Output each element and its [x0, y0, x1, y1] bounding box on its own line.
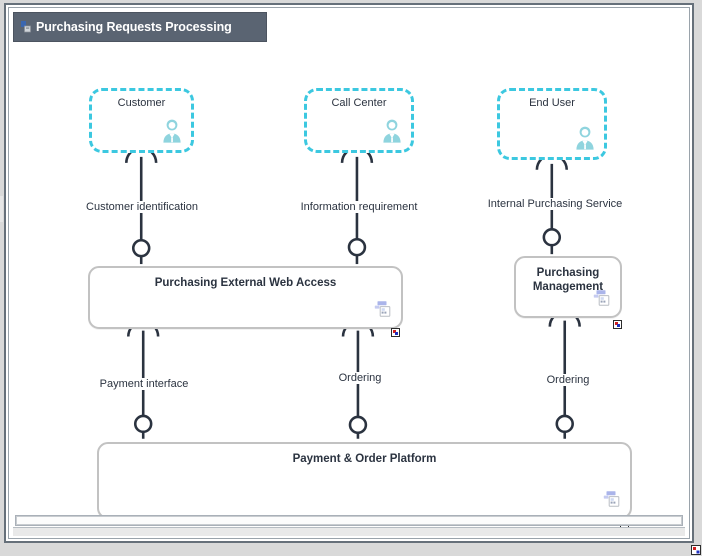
actor-node-label: Call Center — [331, 97, 387, 109]
connector-label-payment-interface: Payment interface — [96, 378, 192, 390]
component-node-label: Purchasing Management — [532, 267, 604, 293]
diagram-canvas[interactable]: Customer identification Information requ… — [9, 8, 689, 538]
connector-label-customer-identification: Customer identification — [83, 201, 201, 213]
resize-grip-icon[interactable] — [691, 545, 701, 555]
component-node-label: Purchasing External Web Access — [154, 277, 337, 289]
window-frame-inner: Customer identification Information requ… — [8, 7, 690, 539]
status-bar — [13, 527, 685, 536]
connector-label-information-requirement: Information requirement — [297, 201, 421, 213]
component-node-icon — [374, 301, 391, 317]
horizontal-scrollbar[interactable] — [15, 515, 683, 526]
element-marker-badge-purchasing-management[interactable] — [613, 320, 622, 329]
actor-person-icon — [163, 119, 181, 143]
actor-person-icon — [383, 119, 401, 143]
actor-node-customer[interactable]: Customer — [89, 88, 194, 153]
actor-node-call-center[interactable]: Call Center — [304, 88, 414, 153]
diagram-title-tab[interactable]: Purchasing Requests Processing — [13, 12, 267, 42]
connector-label-ordering-web-access: Ordering — [335, 372, 385, 384]
actor-node-end-user[interactable]: End User — [497, 88, 607, 160]
component-node-purchasing-external-web-access[interactable]: Purchasing External Web Access — [88, 266, 403, 329]
component-node-icon — [603, 491, 620, 507]
component-node-label: Payment & Order Platform — [292, 453, 437, 465]
component-node-payment-and-order-platform[interactable]: Payment & Order Platform — [97, 442, 632, 519]
actor-person-icon — [576, 126, 594, 150]
actor-node-label: Customer — [117, 97, 166, 109]
actor-node-label: End User — [529, 97, 575, 109]
connector-label-internal-purchasing-service: Internal Purchasing Service — [484, 198, 626, 210]
diagram-title-label: Purchasing Requests Processing — [36, 20, 232, 34]
window-frame-outer: Customer identification Information requ… — [4, 3, 694, 543]
left-edge-artifact — [0, 196, 3, 222]
component-node-purchasing-management[interactable]: Purchasing Management — [514, 256, 622, 318]
element-marker-badge-web-access[interactable] — [391, 328, 400, 337]
component-diagram-icon — [21, 21, 31, 33]
component-node-icon — [593, 290, 610, 306]
connector-label-ordering-management: Ordering — [543, 374, 593, 386]
horizontal-scrollbar-thumb[interactable] — [16, 516, 682, 525]
